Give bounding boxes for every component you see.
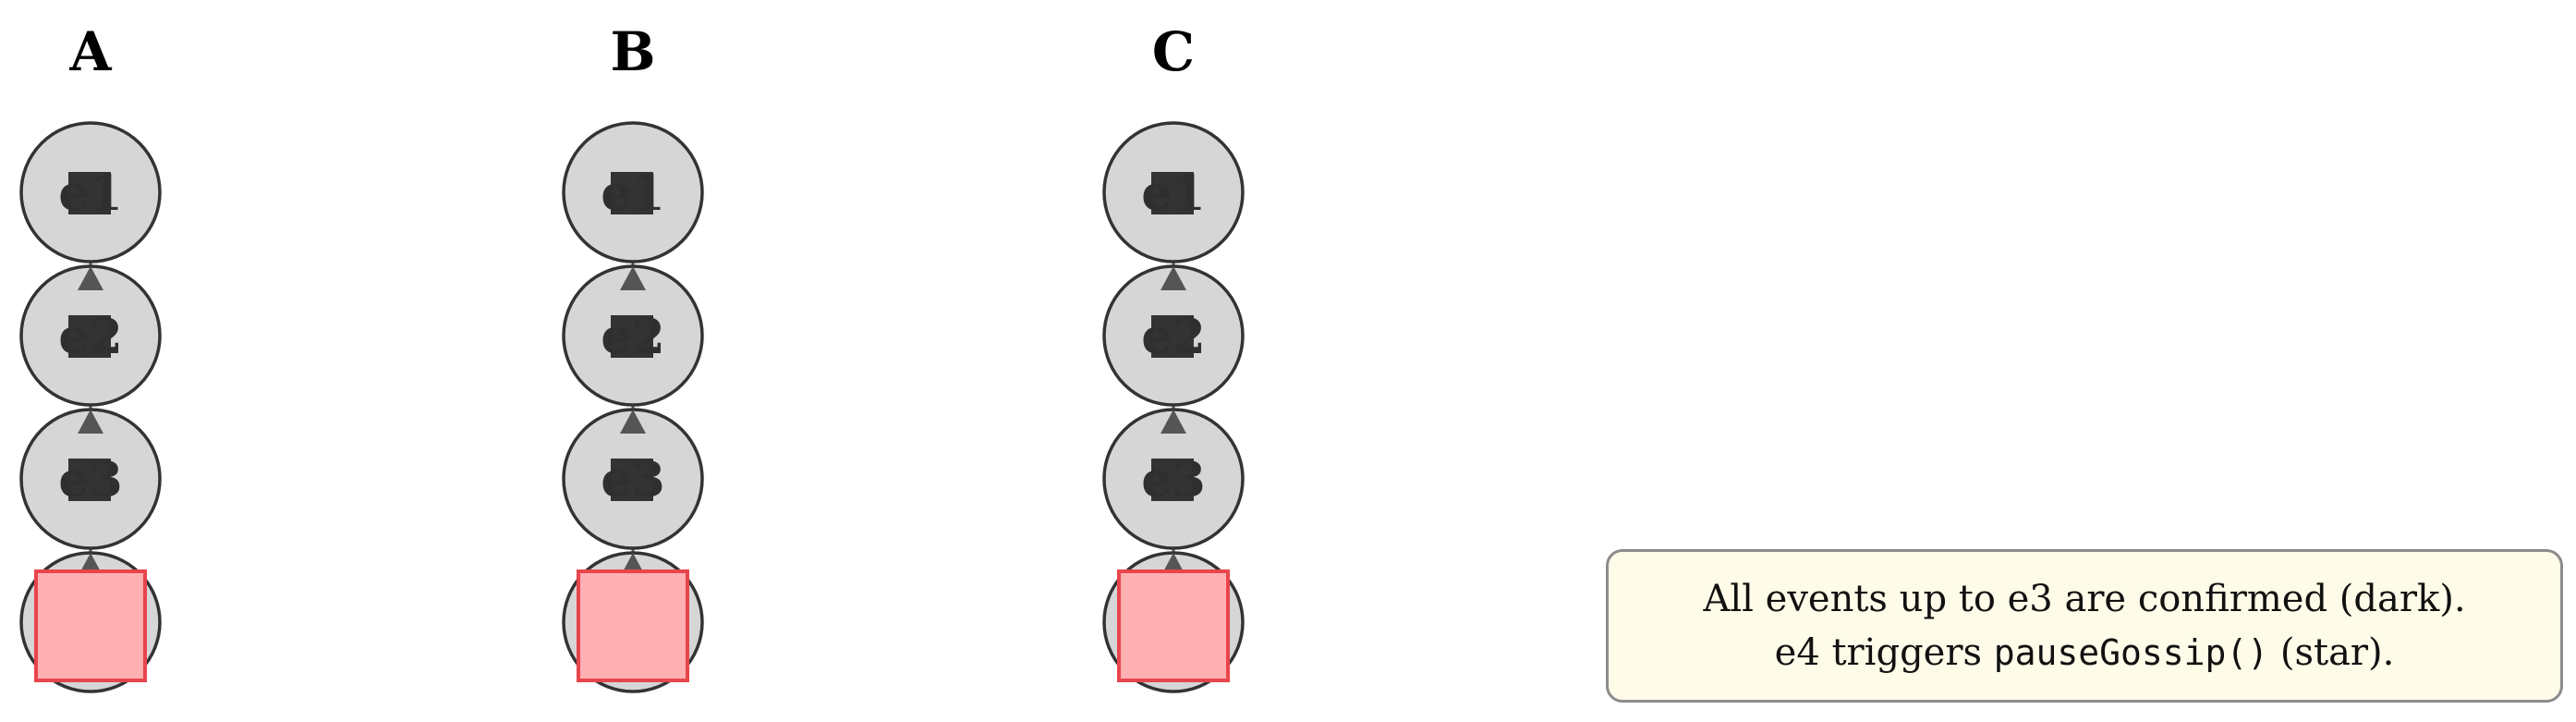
node-e3: e3 <box>562 408 704 550</box>
note-line-2-prefix: e4 triggers <box>1774 631 1994 674</box>
column-c: C e1 e2 e3 <box>1102 20 1245 693</box>
pause-gossip-square <box>1117 569 1230 682</box>
pause-gossip-square <box>34 569 147 682</box>
arrow-icon <box>78 410 103 434</box>
node-e2: e2 <box>1102 264 1245 407</box>
node-label: e3 <box>1141 452 1205 508</box>
arrow-icon <box>1160 410 1186 434</box>
node-e3: e3 <box>19 408 162 550</box>
node-label: e1 <box>601 165 664 222</box>
node-label: e1 <box>1141 165 1205 222</box>
column-title: B <box>610 20 655 83</box>
arrow-icon <box>1160 266 1186 290</box>
column-a: A e1 e2 e3 <box>19 20 162 693</box>
note-code: pauseGossip() <box>1993 632 2269 673</box>
arrow-icon <box>78 266 103 290</box>
node-label: e3 <box>601 452 664 508</box>
node-label: e2 <box>601 309 664 365</box>
node-e1: e1 <box>19 121 162 263</box>
node-label: e2 <box>1141 309 1205 365</box>
arrow-icon <box>620 266 646 290</box>
note-line-2-suffix: (star). <box>2268 631 2395 674</box>
pause-gossip-square <box>577 569 689 682</box>
node-e3: e3 <box>1102 408 1245 550</box>
legend-note: All events up to e3 are confirmed (dark)… <box>1606 549 2563 703</box>
node-label: e2 <box>58 309 122 365</box>
column-title: C <box>1152 20 1195 83</box>
node-e1: e1 <box>562 121 704 263</box>
node-label: e3 <box>58 452 122 508</box>
node-label: e1 <box>58 165 122 222</box>
arrow-icon <box>620 410 646 434</box>
note-line-1: All events up to e3 are confirmed (dark)… <box>1703 578 2466 620</box>
column-title: A <box>68 20 112 83</box>
node-e1: e1 <box>1102 121 1245 263</box>
node-e2: e2 <box>562 264 704 407</box>
column-b: B e1 e2 e3 <box>562 20 704 693</box>
note-line-2: e4 triggers pauseGossip() (star). <box>1609 626 2560 679</box>
